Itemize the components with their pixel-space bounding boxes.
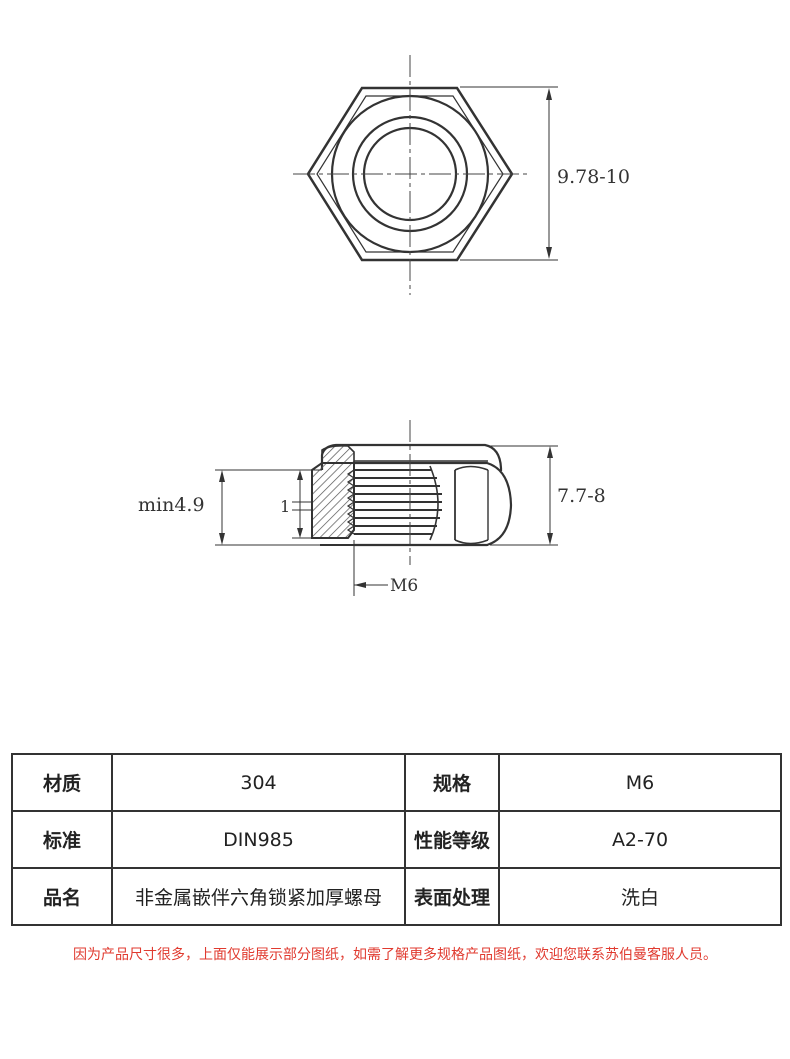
insert-arrow-down	[297, 528, 303, 538]
thread-size-arrow	[354, 582, 366, 588]
standard-value: DIN985	[111, 810, 406, 869]
thread-teeth	[346, 469, 356, 535]
thread-length-arrow-down	[219, 533, 225, 545]
surface-treatment-label: 表面处理	[404, 867, 500, 926]
height-arrow-up	[547, 446, 553, 458]
top-view: 9.78-10	[293, 55, 630, 295]
height-label: 7.7-8	[557, 485, 606, 507]
grade-label: 性能等级	[404, 810, 500, 869]
surface-treatment-value: 洗白	[498, 867, 782, 926]
thread-length-label: min4.9	[138, 494, 205, 516]
dimension-arrow-down	[546, 247, 552, 259]
height-arrow-down	[547, 533, 553, 545]
hex-inner-outline	[316, 95, 504, 253]
material-label: 材质	[11, 753, 113, 812]
table-row: 标准 DIN985 性能等级 A2-70	[11, 810, 782, 869]
table-row: 材质 304 规格 M6	[11, 753, 782, 812]
thread-end-curve	[429, 465, 439, 541]
thread-length-arrow-up	[219, 470, 225, 482]
contact-note: 因为产品尺寸很多，上面仅能展示部分图纸，如需了解更多规格产品图纸，欢迎您联系苏伯…	[73, 947, 717, 963]
thread-size-label: M6	[390, 576, 418, 596]
spec-label: 规格	[404, 753, 500, 812]
insert-section	[321, 445, 355, 464]
standard-label: 标准	[11, 810, 113, 869]
grade-value: A2-70	[498, 810, 782, 869]
hex-face-curve-bottom	[454, 539, 489, 545]
product-name-label: 品名	[11, 867, 113, 926]
product-name-value: 非金属嵌伴六角锁紧加厚螺母	[111, 867, 406, 926]
across-flats-label: 9.78-10	[557, 166, 630, 188]
table-row: 品名 非金属嵌伴六角锁紧加厚螺母 表面处理 洗白	[11, 867, 782, 926]
material-value: 304	[111, 753, 406, 812]
spec-value: M6	[498, 753, 782, 812]
technical-drawing: 9.78-10	[138, 55, 630, 596]
hex-face-curve-top	[454, 465, 489, 471]
spec-table: 材质 304 规格 M6 标准 DIN985 性能等级 A2-70 品名 非金属…	[11, 753, 782, 926]
side-view: 7.7-8 min4.9 1 M6	[138, 420, 606, 596]
dimension-arrow-up	[546, 88, 552, 100]
insert-arrow-up	[297, 470, 303, 480]
insert-mark-label: 1	[280, 497, 290, 516]
hex-body-outline	[354, 461, 513, 547]
thread-lines	[354, 469, 442, 535]
